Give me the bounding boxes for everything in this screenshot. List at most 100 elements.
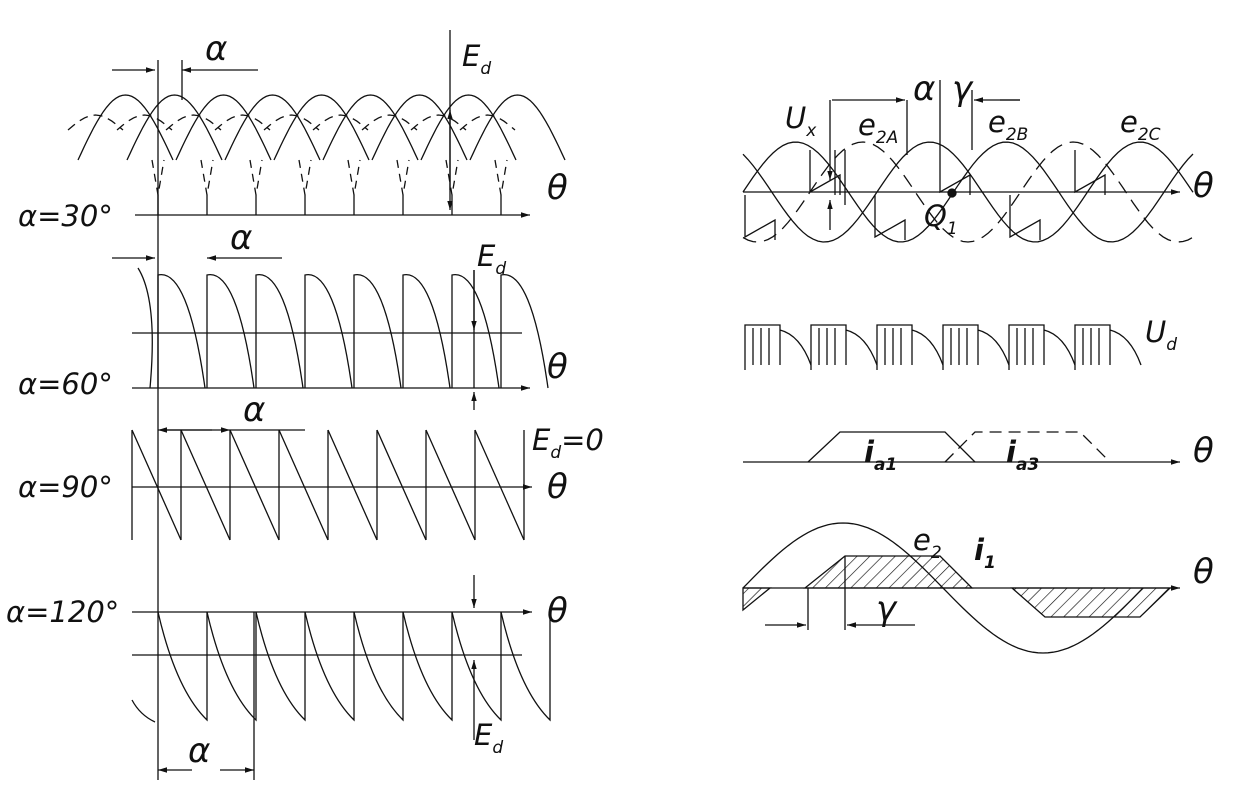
ed-label-90: Ed=0 xyxy=(532,423,604,463)
angle-label-30: α=30° xyxy=(18,199,113,233)
left-labels: α Ed θ α=30° α Ed θ α=60° α Ed=0 θ α=90°… xyxy=(6,29,604,771)
sawtooth-arch-60-5 xyxy=(402,274,451,389)
commutation-step-1 xyxy=(809,150,841,195)
gamma-label-top: γ xyxy=(952,69,974,109)
theta-label-right-3: θ xyxy=(1193,552,1214,592)
q1-label: Q1 xyxy=(924,199,958,239)
phase-arch-30-3 xyxy=(224,94,321,161)
sawtooth-arch-60-2 xyxy=(255,274,304,389)
ud-segment-2 xyxy=(876,324,944,370)
ud-segment-3 xyxy=(942,324,1010,370)
ramp-90-0 xyxy=(131,429,182,541)
i1-label: i1 xyxy=(974,533,996,573)
ud-segment-4 xyxy=(1008,324,1076,370)
commutation-step-2 xyxy=(874,195,906,240)
sawtooth-arch-60-4 xyxy=(353,274,402,389)
phase-dashed-30-4 xyxy=(263,114,320,131)
phase-dashed-30-5 xyxy=(312,114,369,131)
lead-arch-60 xyxy=(137,267,153,389)
phase-dashed-30-0 xyxy=(67,114,124,131)
sawtooth-arch-60-3 xyxy=(304,274,353,389)
ed-label-120: Ed xyxy=(474,718,503,758)
e2a-label: e2A xyxy=(858,108,898,148)
theta-label-right-1: θ xyxy=(1193,166,1214,206)
ud-segment-1 xyxy=(810,324,878,370)
phase-dashed-30-3 xyxy=(214,114,271,131)
commutation-step-3 xyxy=(939,150,971,195)
phase-voltage-2 xyxy=(742,141,1194,243)
sawtooth-tail-120-7 xyxy=(500,611,551,722)
left-column-waveforms xyxy=(67,30,566,780)
ramp-90-6 xyxy=(425,429,476,541)
ed-label-30: Ed xyxy=(462,39,491,79)
theta-label-60: θ xyxy=(547,347,568,387)
ud-segment-5 xyxy=(1074,324,1142,370)
phase-arch-30-7 xyxy=(420,94,517,161)
alpha-label-right: α xyxy=(913,69,935,109)
sawtooth-tail-120-0 xyxy=(157,611,208,722)
sawtooth-tail-120-2 xyxy=(255,611,306,722)
dashed-cusp-30-2 xyxy=(249,159,263,196)
dashed-cusp-30-3 xyxy=(298,159,312,196)
ia3-trapezoid xyxy=(944,431,1111,463)
commutation-step-5 xyxy=(1074,150,1106,195)
phase-dashed-30-1 xyxy=(116,114,173,131)
theta-label-30: θ xyxy=(547,168,568,208)
ramp-90-3 xyxy=(278,429,329,541)
ia1-label: ia1 xyxy=(864,435,897,475)
sawtooth-tail-120-6 xyxy=(451,611,502,722)
dashed-cusp-30-6 xyxy=(445,159,459,196)
phase-arch-30-2 xyxy=(175,94,272,161)
gamma-label-bottom: γ xyxy=(876,589,898,629)
phase-dashed-30-7 xyxy=(410,114,467,131)
sawtooth-arch-60-6 xyxy=(451,274,500,389)
i1-left-hatch xyxy=(742,587,772,612)
e2c-label: e2C xyxy=(1120,105,1161,145)
angle-label-120: α=120° xyxy=(6,595,119,629)
angle-label-60: α=60° xyxy=(18,367,113,401)
phase-arch-30-0 xyxy=(77,94,174,161)
alpha-dim-label-120: α xyxy=(188,731,210,771)
right-labels: α γ Ux e2A e2B e2C θ Q1 Ud ia1 ia3 θ e2 … xyxy=(785,69,1214,629)
phase-dashed-30-8 xyxy=(459,114,516,131)
phase-dashed-30-6 xyxy=(361,114,418,131)
e2b-label: e2B xyxy=(988,105,1028,145)
theta-label-90: θ xyxy=(547,467,568,507)
ed-label-60: Ed xyxy=(477,239,506,279)
sawtooth-tail-120-4 xyxy=(353,611,404,722)
ud-segment-0 xyxy=(744,324,812,370)
i1-negative-hatch xyxy=(1010,587,1172,618)
ramp-90-7 xyxy=(474,429,525,541)
phase-dashed-30-2 xyxy=(165,114,222,131)
sawtooth-tail-120-5 xyxy=(402,611,453,722)
ramp-90-5 xyxy=(376,429,427,541)
ud-label: Ud xyxy=(1145,315,1177,355)
theta-label-right-2: θ xyxy=(1193,431,1214,471)
phase-arch-30-1 xyxy=(126,94,223,161)
phase-arch-30-6 xyxy=(371,94,468,161)
lead-tail-120 xyxy=(131,699,156,723)
ramp-90-2 xyxy=(229,429,280,541)
phase-arch-30-8 xyxy=(469,94,566,161)
right-column-waveforms xyxy=(742,80,1194,654)
commutation-step-0 xyxy=(744,195,776,240)
sawtooth-arch-60-1 xyxy=(206,274,255,389)
ramp-90-1 xyxy=(180,429,231,541)
angle-label-90: α=90° xyxy=(18,470,113,504)
phase-voltage-1 xyxy=(742,141,1194,243)
alpha-dim-label-90: α xyxy=(243,390,265,430)
alpha-dim-label-60: α xyxy=(230,218,252,258)
dashed-cusp-30-4 xyxy=(347,159,361,196)
alpha-dim-label-30: α xyxy=(205,29,227,69)
dashed-cusp-30-7 xyxy=(494,159,508,196)
dashed-cusp-30-1 xyxy=(200,159,214,196)
phase-arch-30-5 xyxy=(322,94,419,161)
sawtooth-arch-60-0 xyxy=(157,274,206,389)
sawtooth-tail-120-3 xyxy=(304,611,355,722)
sawtooth-arch-60-7 xyxy=(500,274,549,389)
ia3-label: ia3 xyxy=(1006,435,1039,475)
e2-sine xyxy=(742,522,1144,654)
theta-label-120: θ xyxy=(547,591,568,631)
dashed-cusp-30-5 xyxy=(396,159,410,196)
